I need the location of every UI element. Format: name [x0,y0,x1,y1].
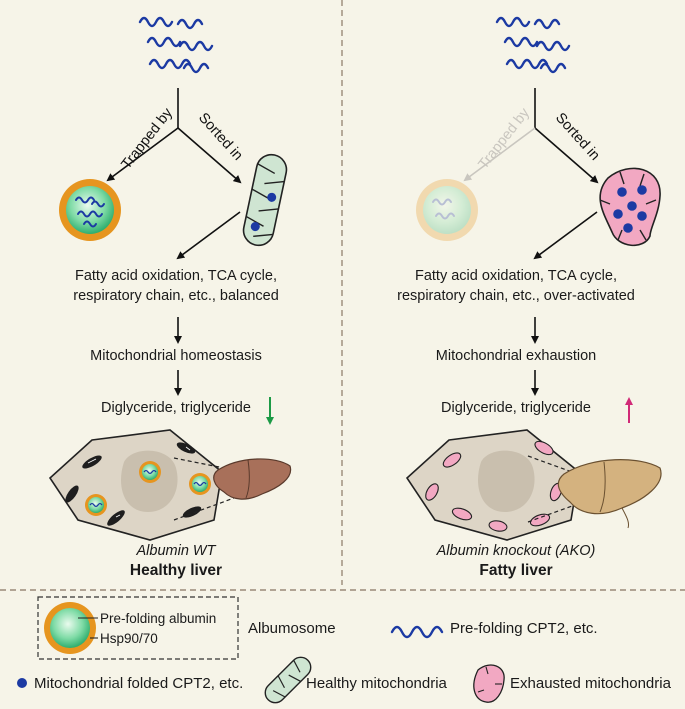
ako-genotype: Albumin knockout (AKO) [436,543,596,559]
legend-pointer-lines [78,617,98,639]
legend-hsp: Hsp90/70 [100,631,158,646]
ako-cpt2-squiggles [495,16,571,74]
legend-folded-cpt2-dot-icon [17,678,27,688]
legend-exhausted-mito: Exhausted mitochondria [510,675,671,692]
legend-albumosome: Albumosome [248,620,336,637]
wt-branch-arrows [106,88,242,396]
ako-phenotype: Fatty liver [479,562,553,579]
ako-zoom-lines [527,455,573,523]
ako-sorted-label: Sorted in [552,110,603,164]
wt-state: Mitochondrial homeostasis [90,348,262,364]
legend-squiggle-icon [390,625,444,639]
ako-lipids: Diglyceride, triglyceride [441,400,591,416]
wt-hepatocyte [48,429,223,541]
ako-trapped-arrow-faded [463,127,536,182]
legend-prefolding-cpt2: Pre-folding CPT2, etc. [450,620,598,637]
wt-liver [213,458,292,500]
wt-sorted-label: Sorted in [195,110,246,164]
legend-healthy-mito: Healthy mitochondria [306,675,447,692]
legend-albumosome-icon [44,602,96,654]
wt-pathway-line1: Fatty acid oxidation, TCA cycle, [74,268,278,284]
wt-phenotype: Healthy liver [129,562,223,579]
ako-fatty-liver [557,459,662,529]
ako-state: Mitochondrial exhaustion [435,348,597,364]
wt-genotype: Albumin WT [136,543,216,559]
legend-albumosome-box [37,596,239,660]
wt-pathway-line2: respiratory chain, etc., balanced [73,288,279,304]
ako-pathway-line1: Fatty acid oxidation, TCA cycle, [414,268,618,284]
ako-exhausted-mitochondrion [599,167,661,247]
legend-exhausted-mito-icon [473,664,505,703]
legend-healthy-mito-icon [264,656,312,704]
wt-lipids: Diglyceride, triglyceride [101,400,251,416]
wt-healthy-mitochondrion [242,153,288,247]
ako-pathway-line2: respiratory chain, etc., over-activated [397,288,635,304]
wt-albumosome [59,179,121,241]
legend-prefolding-albumin: Pre-folding albumin [100,611,217,626]
ako-hepatocyte [405,429,580,541]
wt-cpt2-squiggles [138,16,214,74]
legend-folded-cpt2: Mitochondrial folded CPT2, etc. [34,675,244,692]
wt-trapped-label: Trapped by [119,105,177,173]
ako-trapped-label: Trapped by [476,105,534,173]
ako-branch-arrows [531,88,599,396]
ako-faded-albumosome [416,179,478,241]
